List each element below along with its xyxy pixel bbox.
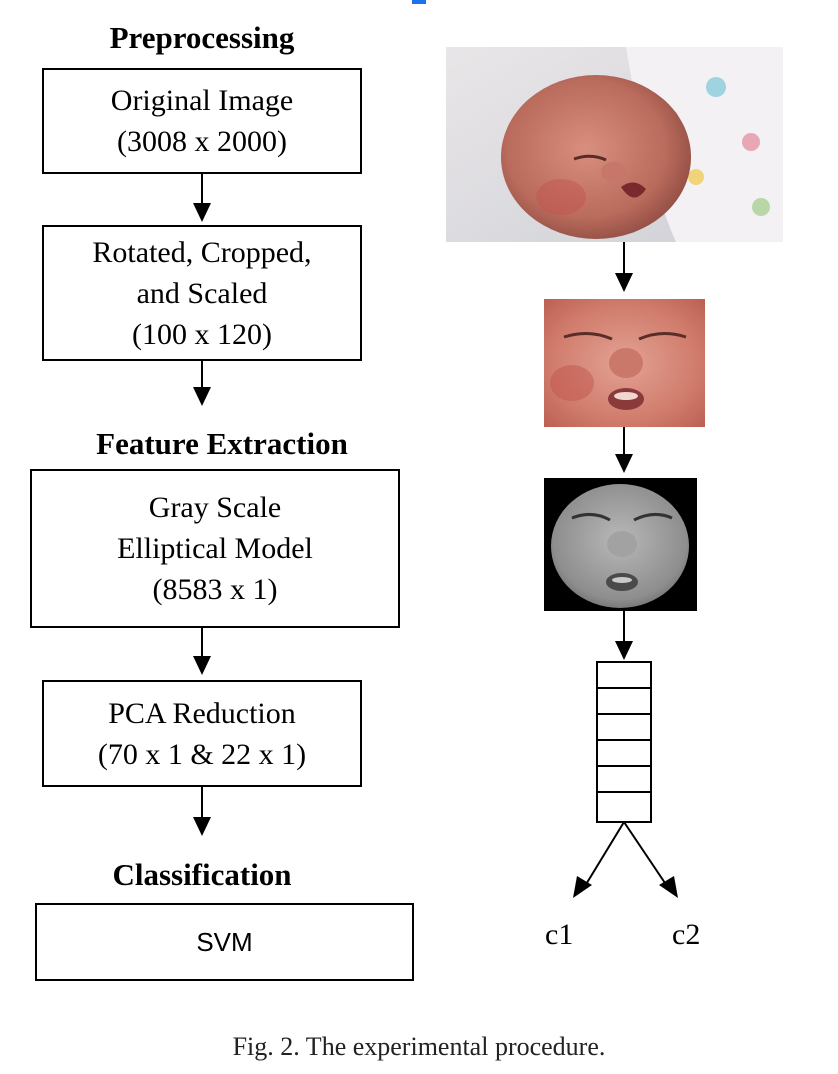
box-svm-label: SVM: [196, 926, 253, 957]
original-baby-photo: [446, 47, 783, 242]
arrow-original-to-rotated: [193, 174, 211, 222]
arrow-vector-to-c2: [623, 821, 678, 898]
box-rotated-line-2: and Scaled: [136, 276, 268, 310]
grayscale-ellipse-photo: [544, 478, 697, 611]
box-svm: SVM: [35, 903, 414, 981]
box-grayscale-line-1: Gray Scale: [148, 491, 282, 524]
box-grayscale-line-3: (8583 x 1): [152, 573, 278, 606]
heading-feature-extraction: Feature Extraction: [96, 426, 348, 461]
arrow-photo-to-crop: [615, 242, 633, 292]
arrow-vector-to-c1: [573, 821, 625, 898]
box-pca-line-2: (70 x 1 & 22 x 1): [97, 737, 307, 771]
class-label-c2: c2: [672, 918, 701, 951]
figure-caption: Fig. 2. The experimental procedure.: [232, 1032, 606, 1061]
box-rotated-cropped-scaled: Rotated, Cropped, and Scaled (100 x 120): [42, 225, 362, 361]
feature-vector: [596, 661, 652, 823]
box-original-line-1: Original Image: [110, 84, 294, 117]
heading-preprocessing: Preprocessing: [109, 20, 295, 55]
cropped-face-photo: [544, 299, 705, 427]
arrow-crop-to-grayscale: [615, 427, 633, 473]
arrow-rotated-to-feature: [193, 361, 211, 406]
box-gray-scale-elliptical-model: Gray Scale Elliptical Model (8583 x 1): [30, 469, 400, 628]
box-pca-reduction: PCA Reduction (70 x 1 & 22 x 1): [42, 680, 362, 787]
class-label-c1: c1: [545, 918, 574, 951]
arrow-grayscale-to-vector: [615, 611, 633, 660]
box-pca-line-1: PCA Reduction: [108, 696, 296, 730]
arrow-grayscale-to-pca: [193, 628, 211, 675]
top-accent-mark: [412, 0, 426, 4]
box-grayscale-line-2: Elliptical Model: [117, 532, 313, 565]
box-original-image: Original Image (3008 x 2000): [42, 68, 362, 174]
box-rotated-line-1: Rotated, Cropped,: [92, 235, 312, 269]
heading-classification: Classification: [112, 857, 292, 892]
box-rotated-line-3: (100 x 120): [132, 317, 272, 351]
arrow-pca-to-classification: [193, 787, 211, 836]
box-original-line-2: (3008 x 2000): [117, 125, 287, 158]
